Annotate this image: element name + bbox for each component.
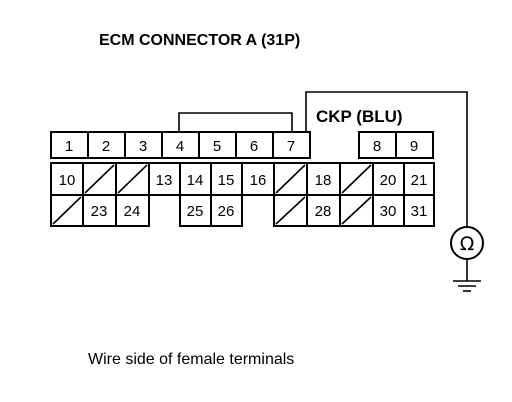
- terminal-10: 10: [59, 172, 76, 189]
- terminal-31: 31: [411, 203, 428, 220]
- terminal-24: 24: [124, 203, 141, 220]
- cell-r1c9: [395, 131, 434, 159]
- empty-cavity-marks: [52, 164, 372, 225]
- terminal-26: 26: [218, 203, 235, 220]
- terminal-20: 20: [380, 172, 397, 189]
- terminal-1: 1: [65, 138, 73, 155]
- terminal-23: 23: [91, 203, 108, 220]
- empty-cavity-29: [341, 196, 372, 225]
- terminal-16: 16: [250, 172, 267, 189]
- terminal-3: 3: [139, 138, 147, 155]
- terminal-13: 13: [156, 172, 173, 189]
- ground-icon: [453, 280, 481, 292]
- connector-body: [50, 131, 435, 227]
- terminal-15: 15: [218, 172, 235, 189]
- test-lead: [305, 91, 468, 226]
- terminal-8: 8: [373, 138, 381, 155]
- empty-cavity-12: [117, 164, 148, 194]
- terminal-labels: 1 2 3 4 5 6 7 8 9 10 13 14 15 16 18 20 2…: [59, 138, 428, 220]
- empty-cavity-22: [52, 196, 82, 225]
- terminal-18: 18: [315, 172, 332, 189]
- terminal-2: 2: [102, 138, 110, 155]
- terminal-9: 9: [410, 138, 418, 155]
- ohm-symbol: Ω: [460, 233, 475, 255]
- empty-cavity-11: [84, 164, 115, 194]
- terminal-28: 28: [315, 203, 332, 220]
- terminal-7: 7: [287, 138, 295, 155]
- terminal-21: 21: [411, 172, 428, 189]
- cell-r3c12: [403, 194, 435, 227]
- cell-r3c6: [210, 194, 243, 227]
- empty-cavity-19: [341, 164, 372, 194]
- diagram-title: ECM CONNECTOR A (31P): [99, 32, 300, 49]
- terminal-25: 25: [187, 203, 204, 220]
- wire-label: CKP (BLU): [316, 107, 403, 126]
- terminal-30: 30: [380, 203, 397, 220]
- empty-cavity-27: [275, 196, 306, 225]
- connector-lock-tab: [178, 112, 293, 132]
- terminal-5: 5: [213, 138, 221, 155]
- terminal-4: 4: [176, 138, 184, 155]
- cell-r3c3: [115, 194, 150, 227]
- terminal-6: 6: [250, 138, 258, 155]
- terminal-14: 14: [187, 172, 204, 189]
- empty-cavity-17: [275, 164, 306, 194]
- diagram-caption: Wire side of female terminals: [88, 351, 294, 368]
